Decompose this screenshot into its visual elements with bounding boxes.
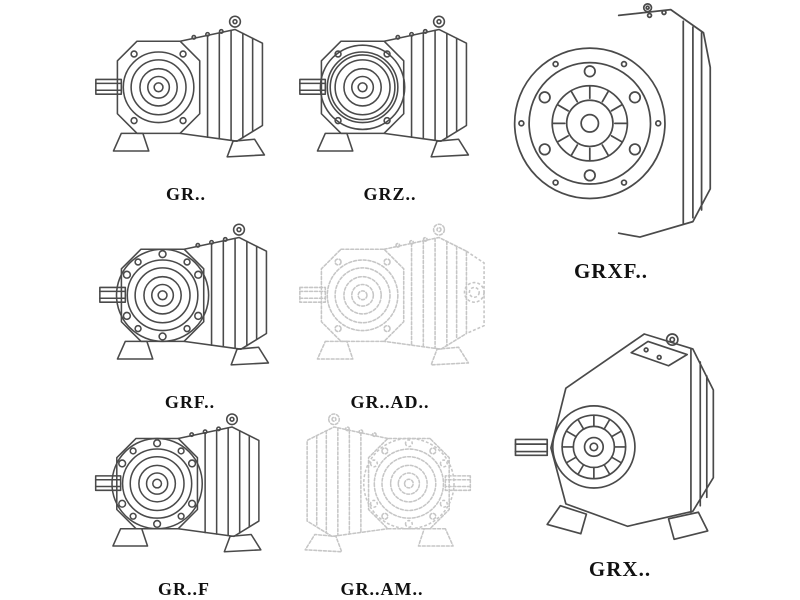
grx-label: GRX..	[588, 556, 652, 581]
grf-gearmotor-drawing	[99, 223, 270, 366]
figure-grad: GR..AD..	[292, 212, 488, 413]
figure-grz: GRZ..	[292, 4, 488, 205]
figure-grff: GR..F	[88, 402, 280, 600]
grad-label: GR..AD..	[350, 392, 430, 413]
figure-grx: GRX..	[508, 306, 732, 582]
figure-grf: GRF..	[92, 212, 288, 413]
grz-gearmotor-drawing	[299, 15, 470, 158]
grff-label: GR..F	[158, 578, 210, 599]
grf-label: GRF..	[164, 392, 216, 413]
figure-gram: GR..AM..	[286, 402, 478, 600]
grxf-label: GRXF..	[573, 258, 649, 283]
grad-gearmotor-ghost-drawing	[299, 223, 485, 366]
grxf-flange-drawing	[513, 2, 712, 238]
gram-label: GR..AM..	[340, 578, 424, 599]
figure-grxf: GRXF..	[505, 0, 717, 284]
grff-gearmotor-drawing	[94, 413, 262, 553]
gram-gearmotor-ghost-drawing	[304, 413, 472, 553]
gr-label: GR..	[166, 184, 206, 205]
grz-label: GRZ..	[363, 184, 417, 205]
gr-gearmotor-drawing	[95, 15, 266, 158]
figure-gr: GR..	[88, 4, 284, 205]
grx-gearbox-drawing	[514, 333, 715, 541]
